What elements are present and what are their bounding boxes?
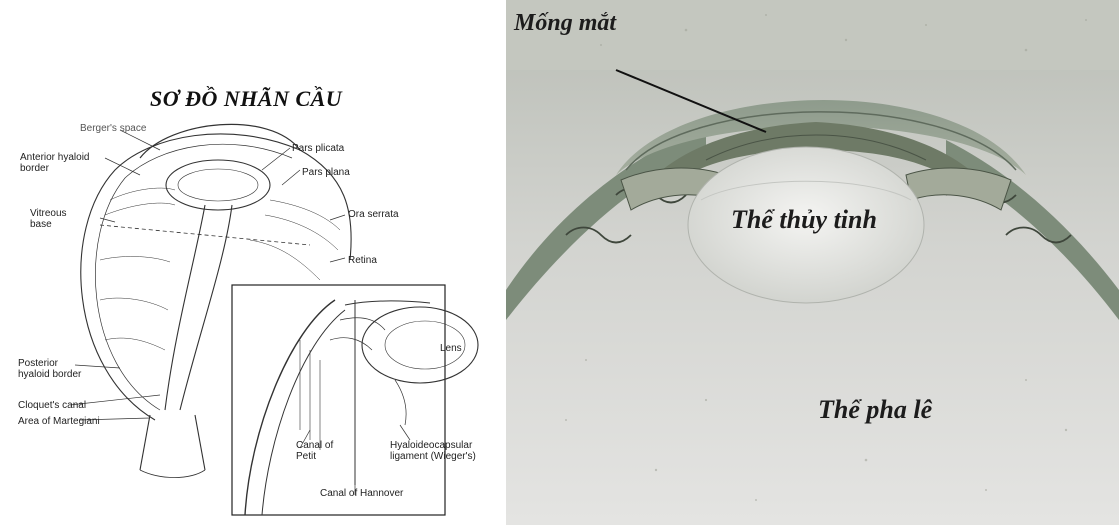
label-retina: Retina xyxy=(348,255,377,266)
label-ora-serrata: Ora serrata xyxy=(348,209,399,220)
label-area-of-martegiani: Area of Martegiani xyxy=(18,416,100,427)
label-the-pha-le: Thể pha lê xyxy=(818,395,932,425)
label-posterior-hyaloid-border: Posterior hyaloid border xyxy=(18,358,128,380)
anterior-eye-cross-section xyxy=(506,0,1119,525)
label-pars-plana: Pars plana xyxy=(302,167,350,178)
label-canal-of-petit: Canal of Petit xyxy=(296,440,346,462)
anterior-eye-illustration-panel: Mống mắt Thể thủy tinh Thể pha lê xyxy=(506,0,1119,525)
label-lens: Lens xyxy=(440,343,462,354)
label-cloquets-canal: Cloquet's canal xyxy=(18,400,86,411)
eyeball-diagram-panel: SƠ ĐỒ NHÃN CẦU Berger's space Anterior h… xyxy=(0,0,500,525)
label-mong-mat: Mống mắt xyxy=(514,10,616,37)
label-pars-plicata: Pars plicata xyxy=(292,143,344,154)
label-the-thuy-tinh: Thể thủy tinh xyxy=(731,205,877,235)
label-canal-of-hannover: Canal of Hannover xyxy=(320,488,403,499)
label-vitreous-base: Vitreous base xyxy=(30,208,90,230)
diagram-title: SƠ ĐỒ NHÃN CẦU xyxy=(150,86,342,112)
label-anterior-hyaloid-border: Anterior hyaloid border xyxy=(20,152,110,174)
label-hyaloideocapsular-ligament: Hyaloideocapsular ligament (Wieger's) xyxy=(390,440,500,462)
label-bergers-space: Berger's space xyxy=(80,123,146,134)
